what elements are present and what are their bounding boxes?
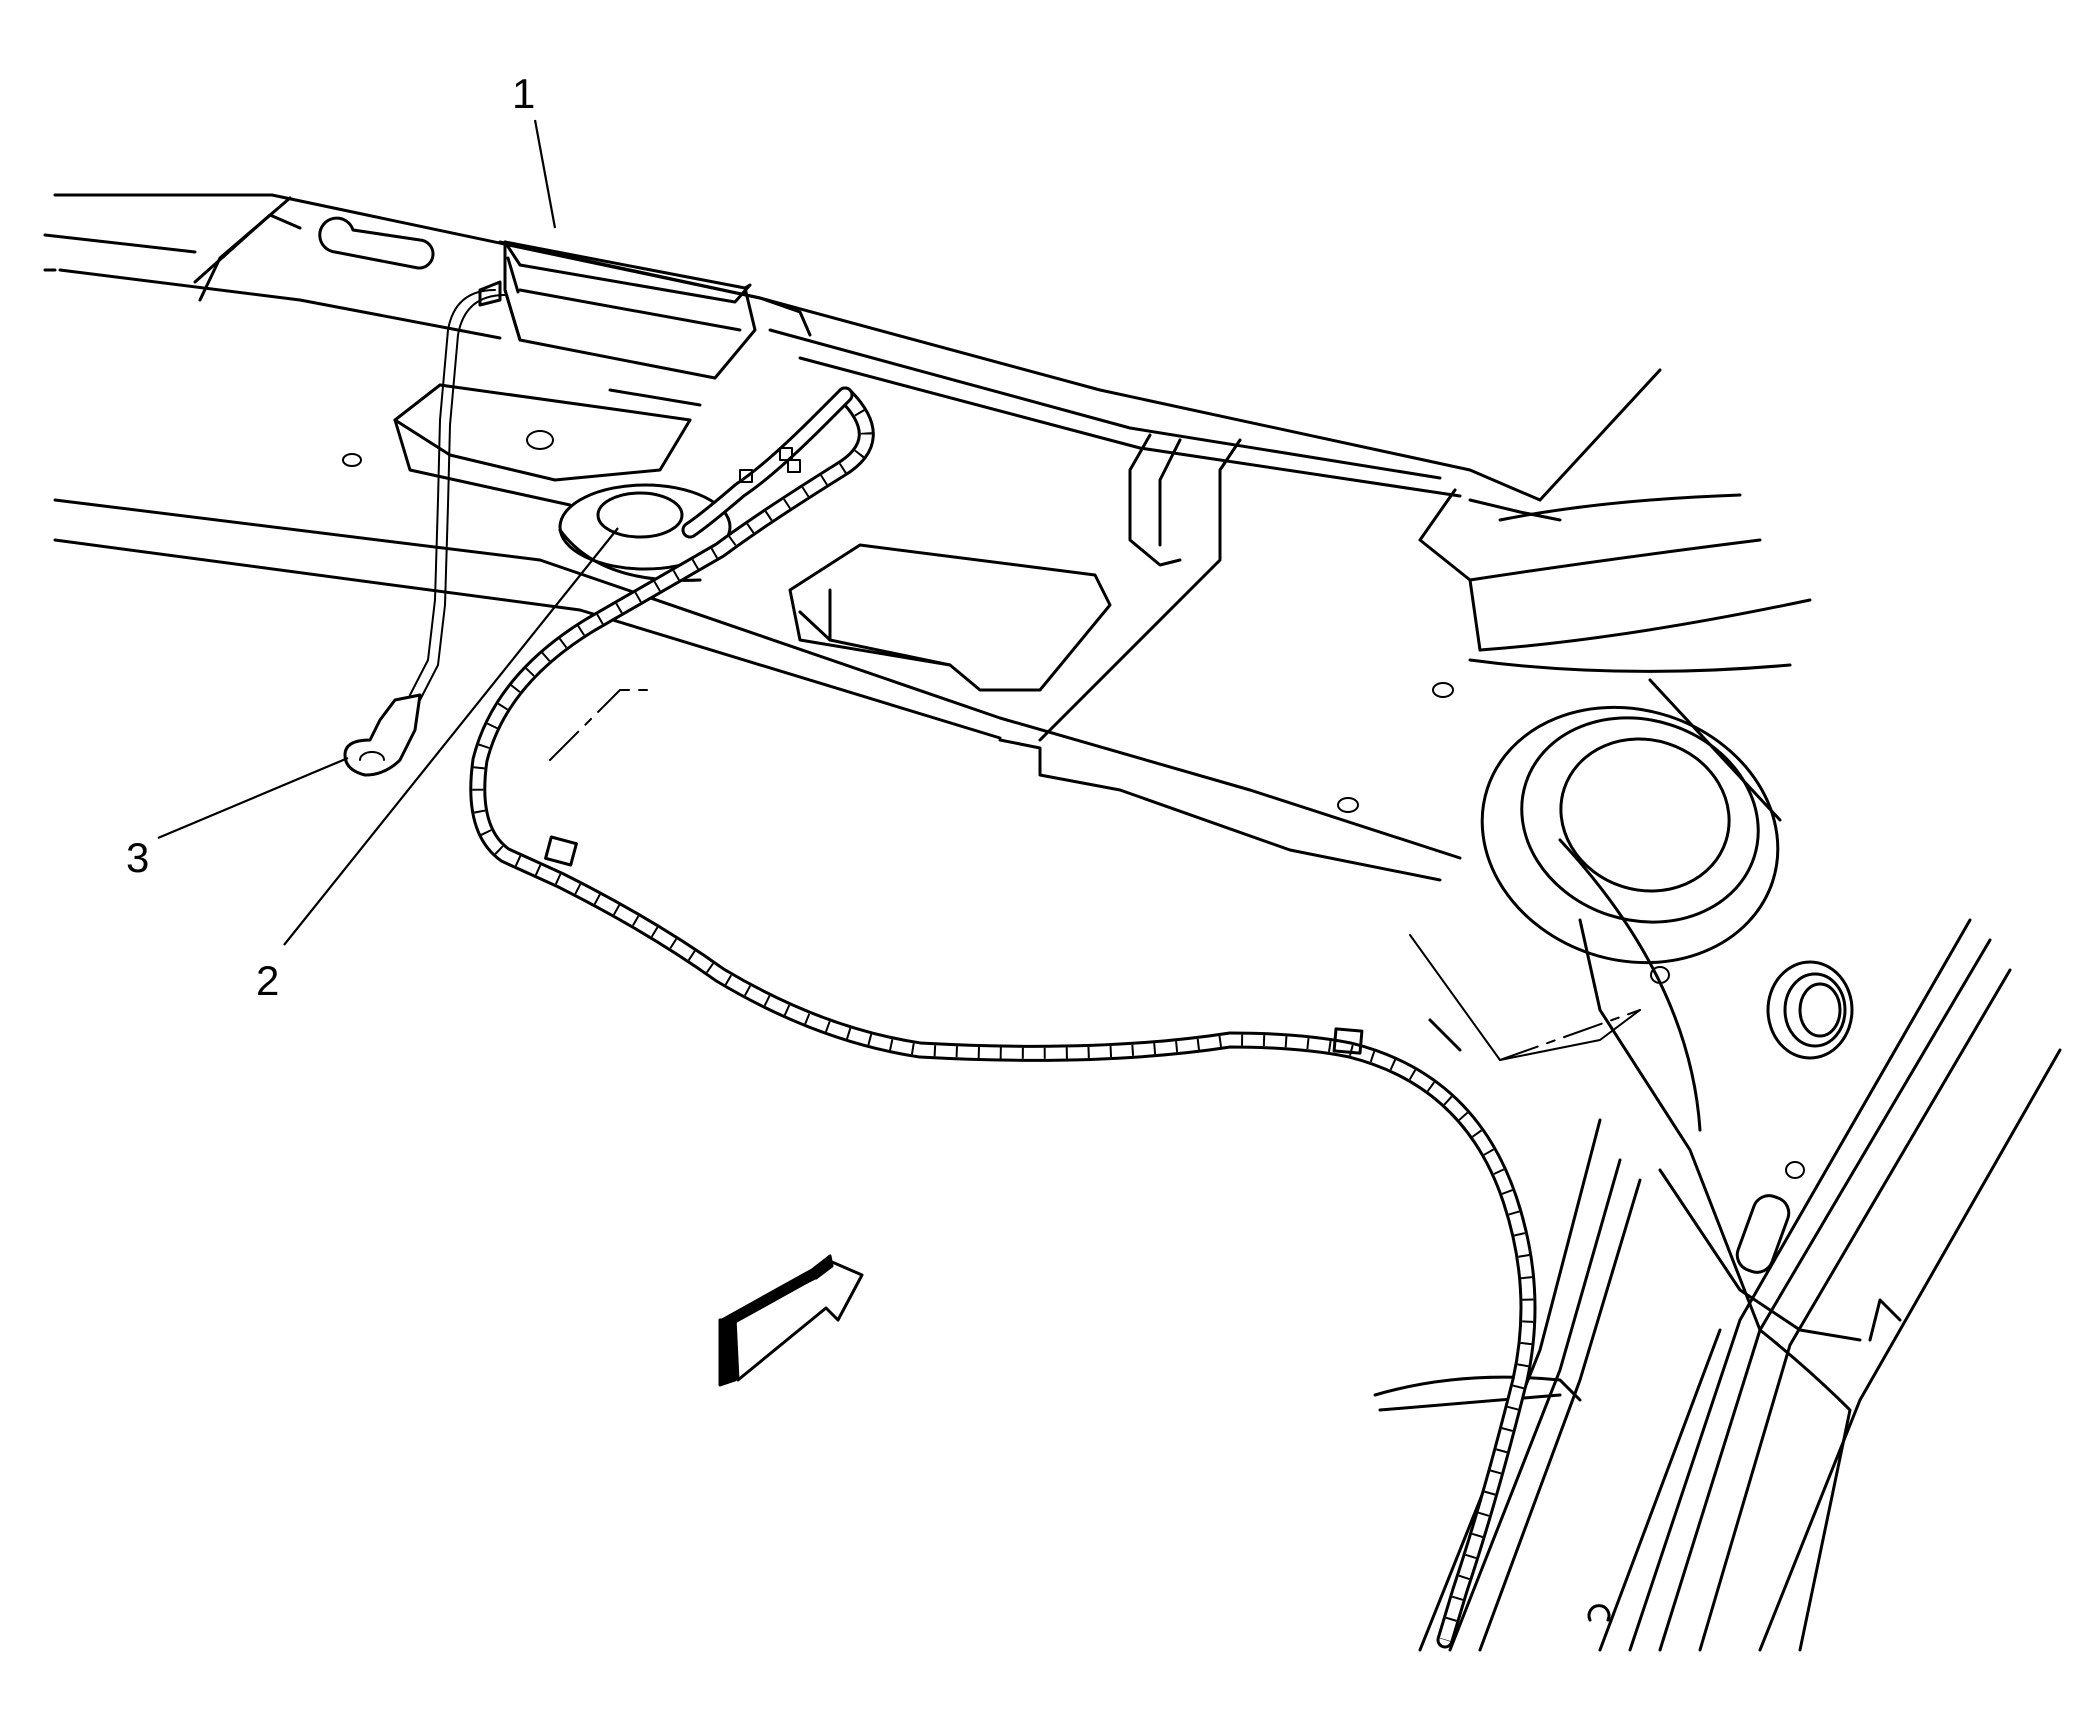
callout-label-1: 1: [512, 70, 535, 117]
connector: [343, 693, 422, 777]
callout-3: 3: [126, 756, 349, 881]
view-direction-arrow-icon: [718, 1254, 864, 1387]
callout-label-2: 2: [256, 957, 279, 1004]
roof-panel-structure: [43, 193, 2062, 1652]
callout-label-3: 3: [126, 834, 149, 881]
callout-2: 2: [256, 527, 619, 1004]
callout-1: 1: [512, 70, 557, 229]
wiring-harness: [469, 386, 1641, 1649]
module-bracket: [409, 240, 752, 701]
